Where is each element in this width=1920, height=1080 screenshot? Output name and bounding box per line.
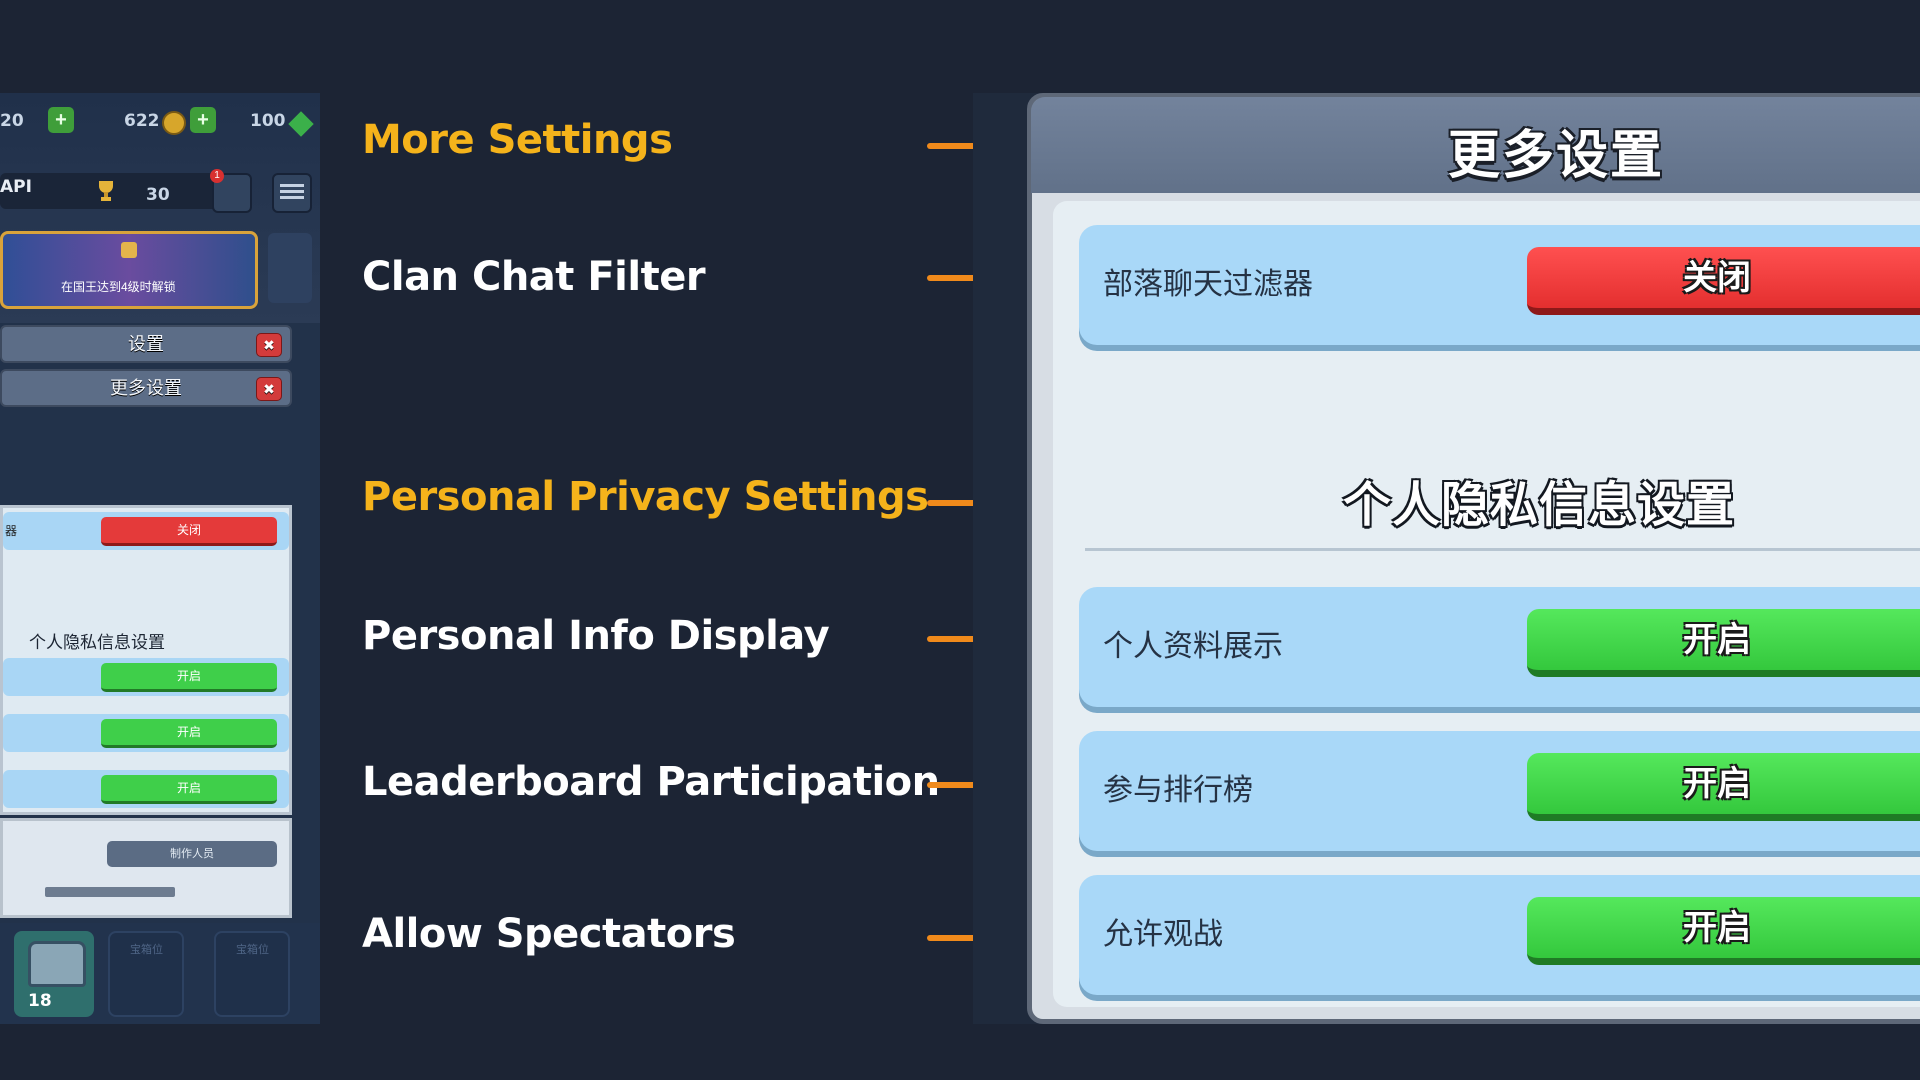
gold-count: 622 — [124, 111, 160, 131]
settings-dialog-title: 设置 — [128, 334, 164, 354]
settings-dialog-header: 设置 ✖ — [0, 325, 292, 363]
chest-count: 18 — [28, 991, 52, 1011]
lock-icon — [121, 242, 137, 258]
gold-coin-icon — [162, 111, 186, 135]
dialog-title-bar: 更多设置 — [1031, 97, 1920, 193]
privacy-section-title: 个人隐私信息设置 — [1343, 479, 1736, 532]
label-leaderboard-participation: Leaderboard Participation — [362, 759, 940, 805]
trophy-count: 30 — [146, 185, 170, 205]
gem-icon — [288, 111, 314, 137]
dialog-title: 更多设置 — [1448, 127, 1665, 185]
section-divider — [1085, 548, 1920, 551]
allow-spectators-toggle-label: 开启 — [1683, 909, 1751, 947]
menu-icon — [280, 181, 304, 201]
credits-panel: 制作人员 — [0, 818, 292, 918]
mini-info-display-toggle[interactable]: 开启 — [101, 663, 277, 692]
setting-label-allow-spectators: 允许观战 — [1103, 918, 1223, 951]
add-gold-plus-icon[interactable]: + — [48, 107, 74, 133]
chest-icon — [28, 941, 86, 987]
more-settings-dialog-title: 更多设置 — [110, 378, 182, 398]
mini-clan-filter-toggle[interactable]: 关闭 — [101, 517, 277, 546]
player-name-fragment: API — [0, 177, 32, 197]
notification-badge: 1 — [210, 169, 224, 183]
chest-slot-label: 宝箱位 — [130, 944, 163, 956]
mini-row-spectators: 开启 — [3, 770, 289, 808]
more-settings-close-icon[interactable]: ✖ — [256, 377, 282, 401]
mini-leaderboard-toggle[interactable]: 开启 — [101, 719, 277, 748]
personal-info-display-toggle-label: 开启 — [1683, 621, 1751, 659]
mini-spectators-toggle[interactable]: 开启 — [101, 775, 277, 804]
version-text — [45, 887, 175, 897]
label-allow-spectators: Allow Spectators — [362, 911, 736, 957]
setting-label-clan-chat-filter: 部落聊天过滤器 — [1103, 268, 1313, 301]
trophy-bar — [0, 173, 240, 209]
setting-row-clan-chat-filter: 部落聊天过滤器 关闭 — [1079, 225, 1920, 345]
more-settings-dialog: 更多设置 ✖ — [0, 369, 292, 407]
setting-label-leaderboard: 参与排行榜 — [1103, 774, 1253, 807]
leaderboard-toggle-label: 开启 — [1683, 765, 1751, 803]
label-more-settings: More Settings — [362, 117, 673, 163]
menu-button[interactable] — [272, 173, 312, 213]
mini-row-info-display: 开启 — [3, 658, 289, 696]
game-thumbnail: 20 + 622 + 100 API 30 1 在国王达到4级时解锁 设置 ✖ — [0, 93, 320, 1024]
label-personal-privacy-settings: Personal Privacy Settings — [362, 474, 929, 520]
gem-count: 100 — [250, 111, 286, 131]
add-gems-plus-icon[interactable]: + — [190, 107, 216, 133]
mini-row-clan-filter: 器 关闭 — [3, 512, 289, 550]
mini-privacy-title: 个人隐私信息设置 — [29, 633, 165, 652]
label-personal-info-display: Personal Info Display — [362, 613, 830, 659]
top-hud: 20 + 622 + 100 API 30 1 在国王达到4级时解锁 — [0, 93, 320, 323]
personal-info-display-toggle[interactable]: 开启 — [1527, 609, 1920, 677]
leaderboard-toggle[interactable]: 开启 — [1527, 753, 1920, 821]
more-settings-dialog-header: 更多设置 ✖ — [0, 369, 292, 407]
setting-row-leaderboard: 参与排行榜 开启 — [1079, 731, 1920, 851]
chest-bar: 18 宝箱位 宝箱位 — [0, 923, 320, 1024]
chest-slot-empty[interactable]: 宝箱位 — [108, 931, 184, 1017]
mini-row-leaderboard: 开启 — [3, 714, 289, 752]
trophy-icon — [99, 181, 113, 201]
setting-row-allow-spectators: 允许观战 开启 — [1079, 875, 1920, 995]
settings-dialog: 设置 ✖ — [0, 325, 292, 363]
hud-level-fragment: 20 — [0, 111, 24, 131]
event-unlock-text: 在国王达到4级时解锁 — [61, 280, 176, 294]
settings-close-icon[interactable]: ✖ — [256, 333, 282, 357]
chest-slot-label: 宝箱位 — [236, 944, 269, 956]
allow-spectators-toggle[interactable]: 开启 — [1527, 897, 1920, 965]
chest-slot-empty[interactable]: 宝箱位 — [214, 931, 290, 1017]
clan-chat-filter-toggle-label: 关闭 — [1683, 259, 1751, 297]
profile-button[interactable] — [268, 233, 312, 303]
setting-row-personal-info-display: 个人资料展示 开启 — [1079, 587, 1920, 707]
label-clan-chat-filter: Clan Chat Filter — [362, 254, 706, 300]
clan-chat-filter-toggle[interactable]: 关闭 — [1527, 247, 1920, 315]
credits-button[interactable]: 制作人员 — [107, 841, 277, 867]
more-settings-body: 器 关闭 个人隐私信息设置 开启 开启 开启 — [0, 505, 292, 815]
setting-label-personal-info-display: 个人资料展示 — [1103, 630, 1283, 663]
chest-slot-filled[interactable]: 18 — [14, 931, 94, 1017]
mini-clan-filter-label: 器 — [5, 524, 18, 538]
zoomed-settings-panel: 更多设置 部落聊天过滤器 关闭 个人隐私信息设置 个人资料展示 开启 参与排行榜… — [973, 93, 1920, 1024]
event-banner[interactable]: 在国王达到4级时解锁 — [0, 231, 258, 309]
